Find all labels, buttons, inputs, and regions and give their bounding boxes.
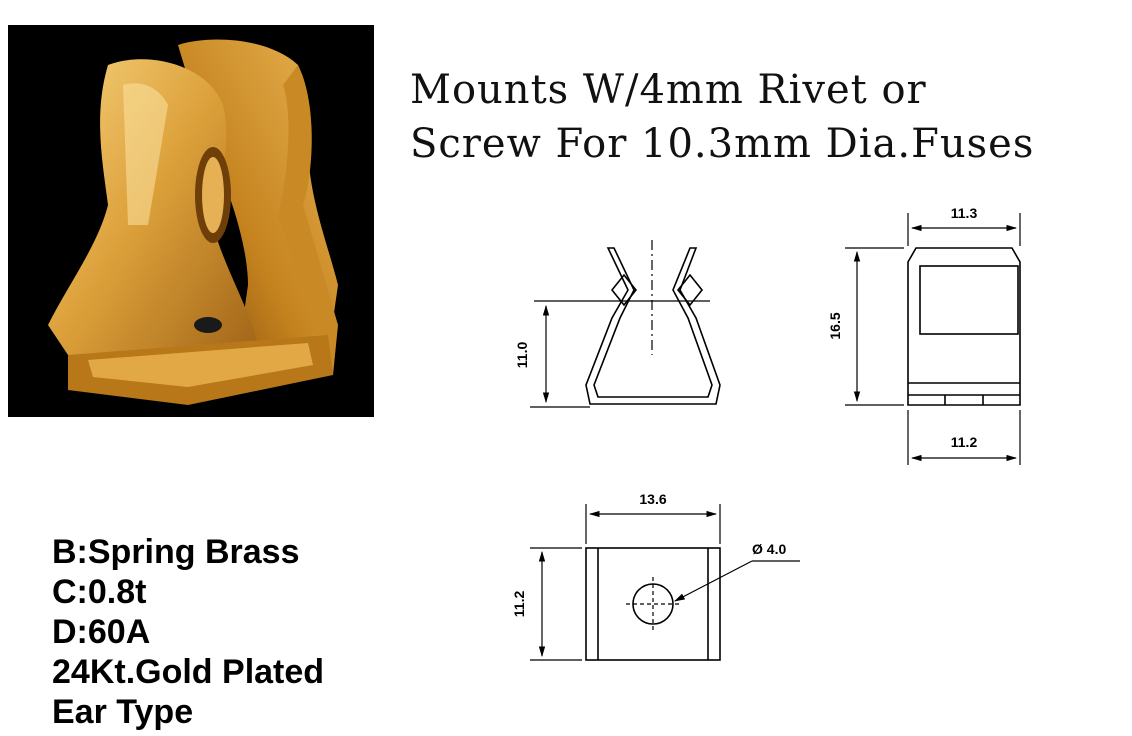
spec-thickness: C:0.8t [52, 573, 147, 611]
front-top-width-label: 11.3 [951, 205, 978, 221]
side-height-label: 11.0 [514, 342, 530, 369]
product-photo [8, 25, 374, 417]
base-width-label: 13.6 [639, 491, 666, 507]
hole-diameter-label: Ø 4.0 [752, 541, 786, 557]
title-line-1: Mounts W/4mm Rivet or [410, 67, 927, 113]
front-view-outline [907, 247, 1021, 406]
spec-list: B:Spring Brass C:0.8t D:60A 24Kt.Gold Pl… [52, 532, 324, 732]
base-plate-outline [585, 547, 721, 661]
title-line-2: Screw For 10.3mm Dia.Fuses [410, 121, 1035, 167]
side-view-drawing: 11.0 [514, 240, 721, 408]
fuse-clip-image [48, 39, 338, 405]
mounting-hole [632, 583, 674, 625]
base-height-label: 11.2 [511, 591, 527, 618]
spec-material: B:Spring Brass [52, 533, 300, 571]
spec-type: Ear Type [52, 693, 194, 731]
front-bottom-width-label: 11.2 [951, 434, 978, 450]
front-height-label: 16.5 [827, 312, 843, 339]
base-view-drawing: 13.6 11.2 Ø 4.0 [511, 491, 800, 661]
side-view-outline [585, 247, 721, 405]
spec-current-rating: D:60A [52, 613, 151, 651]
spec-plating: 24Kt.Gold Plated [52, 653, 325, 691]
front-view-drawing: 11.3 16.5 11.2 [827, 205, 1021, 465]
